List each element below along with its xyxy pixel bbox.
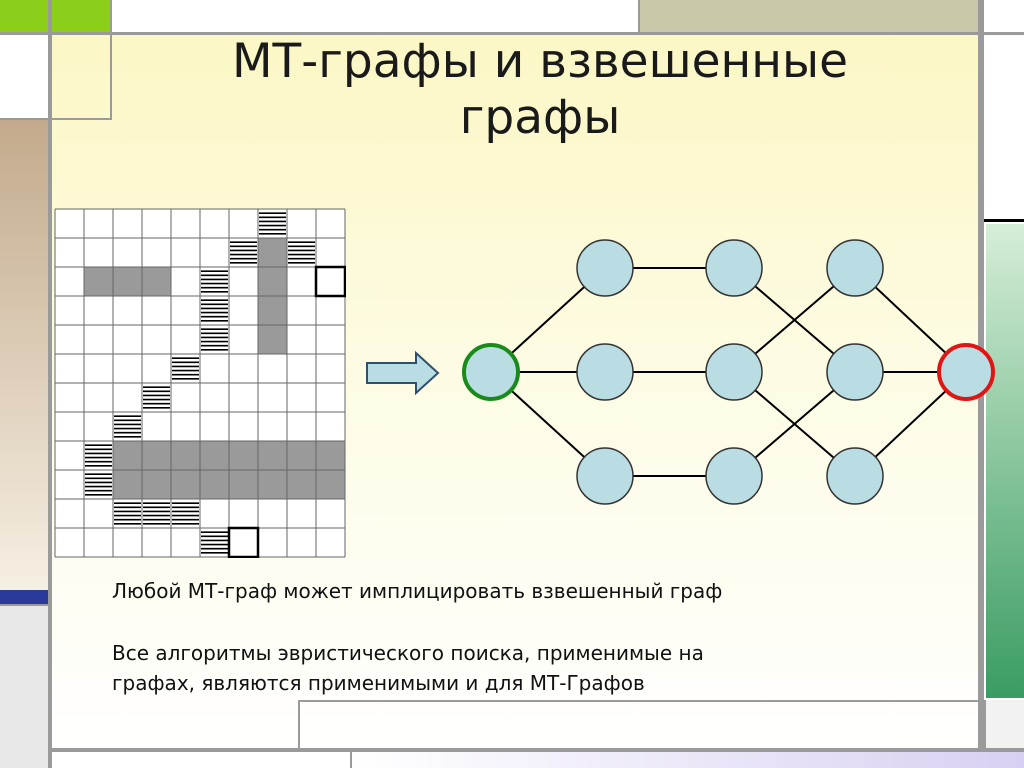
grid-cell-obstacle [287, 470, 316, 499]
right-green-block [986, 224, 1024, 698]
grid-cell-path [171, 354, 200, 383]
left-bottom-block [0, 606, 48, 768]
top-right-white-block [984, 0, 1024, 32]
weighted-graph [462, 239, 995, 505]
lime-square-bottom [0, 118, 112, 120]
left-tan-block [0, 120, 48, 590]
grid-cell-path [229, 238, 258, 267]
right-white-block [984, 36, 1024, 220]
arrow-shape [366, 350, 440, 396]
lime-square-edge [110, 34, 112, 120]
grid-cell-obstacle [113, 470, 142, 499]
node [705, 447, 763, 505]
grid-cell-endpoint [314, 265, 346, 298]
grid-cell-path [84, 441, 113, 470]
node-goal [937, 343, 995, 401]
frame-top-line [0, 32, 1024, 35]
grid-cell-path [200, 296, 229, 325]
grid-cell-obstacle [142, 441, 171, 470]
grid-cell-path [200, 267, 229, 296]
frame-left-line [48, 0, 52, 768]
right-black-rule [984, 219, 1024, 222]
grid-cell-obstacle [258, 238, 287, 267]
node [826, 239, 884, 297]
grid-cell-obstacle [113, 441, 142, 470]
left-navy-bar [0, 590, 48, 604]
node [576, 239, 634, 297]
grid-cell-obstacle [84, 267, 113, 296]
slide-title-line1: МТ-графы и взвешенные [232, 34, 848, 89]
grid-cell-obstacle [287, 441, 316, 470]
grid-cell-path [113, 499, 142, 528]
lime-line [110, 0, 112, 34]
grid-cell-path [258, 209, 287, 238]
slide-title-line2: графы [459, 90, 621, 145]
grid-cell-path [200, 325, 229, 354]
olive-left-line [638, 0, 640, 34]
node [826, 343, 884, 401]
grid-cell-obstacle [258, 441, 287, 470]
graph-nodes [462, 239, 995, 505]
mt-grid [54, 208, 346, 558]
node [705, 239, 763, 297]
grid-cell-obstacle [258, 296, 287, 325]
node [576, 343, 634, 401]
grid-cell-obstacle [316, 470, 345, 499]
node [826, 447, 884, 505]
grid-cell-obstacle [200, 470, 229, 499]
paragraph-1: Любой МТ-граф может имплицировать взвеше… [112, 579, 723, 603]
grid-cell-obstacle [200, 441, 229, 470]
grid-cell-obstacle [171, 441, 200, 470]
grid-cell-obstacle [258, 267, 287, 296]
transform-arrow [366, 350, 440, 396]
node-start [462, 343, 520, 401]
bottom-box-outline [298, 700, 986, 752]
grid-cell-obstacle [113, 267, 142, 296]
grid-cell-endpoint [227, 526, 260, 558]
grid-cell-obstacle [316, 441, 345, 470]
grid-cell-path [171, 499, 200, 528]
left-navy-sep [0, 604, 48, 606]
paragraph-2: Все алгоритмы эвристического поиска, при… [112, 638, 704, 698]
paragraph-2-line-2: графах, являются применимыми и для МТ-Гр… [112, 671, 645, 695]
grid-cell-obstacle [171, 470, 200, 499]
left-top-block [0, 34, 50, 118]
grid-cell-obstacle [229, 441, 258, 470]
slide-title: МТ-графы и взвешенные графы [120, 34, 960, 146]
grid-cell-obstacle [142, 470, 171, 499]
node [705, 343, 763, 401]
bottom-lavender-strip [350, 752, 1024, 768]
grid-cell-path [113, 412, 142, 441]
grid-cell-obstacle [229, 470, 258, 499]
top-lime-block [0, 0, 110, 32]
grid-cell-path [142, 499, 171, 528]
paragraph-2-line-1: Все алгоритмы эвристического поиска, при… [112, 641, 704, 665]
grid-cell-path [287, 238, 316, 267]
grid-cell-obstacle [258, 470, 287, 499]
node [576, 447, 634, 505]
grid-cell-path [84, 470, 113, 499]
frame-bottom-line [52, 748, 1024, 752]
grid-cell-path [142, 383, 171, 412]
top-olive-block [640, 0, 978, 32]
grid-cell-obstacle [258, 325, 287, 354]
grid-cell-path [200, 528, 229, 557]
grid-cell-obstacle [142, 267, 171, 296]
